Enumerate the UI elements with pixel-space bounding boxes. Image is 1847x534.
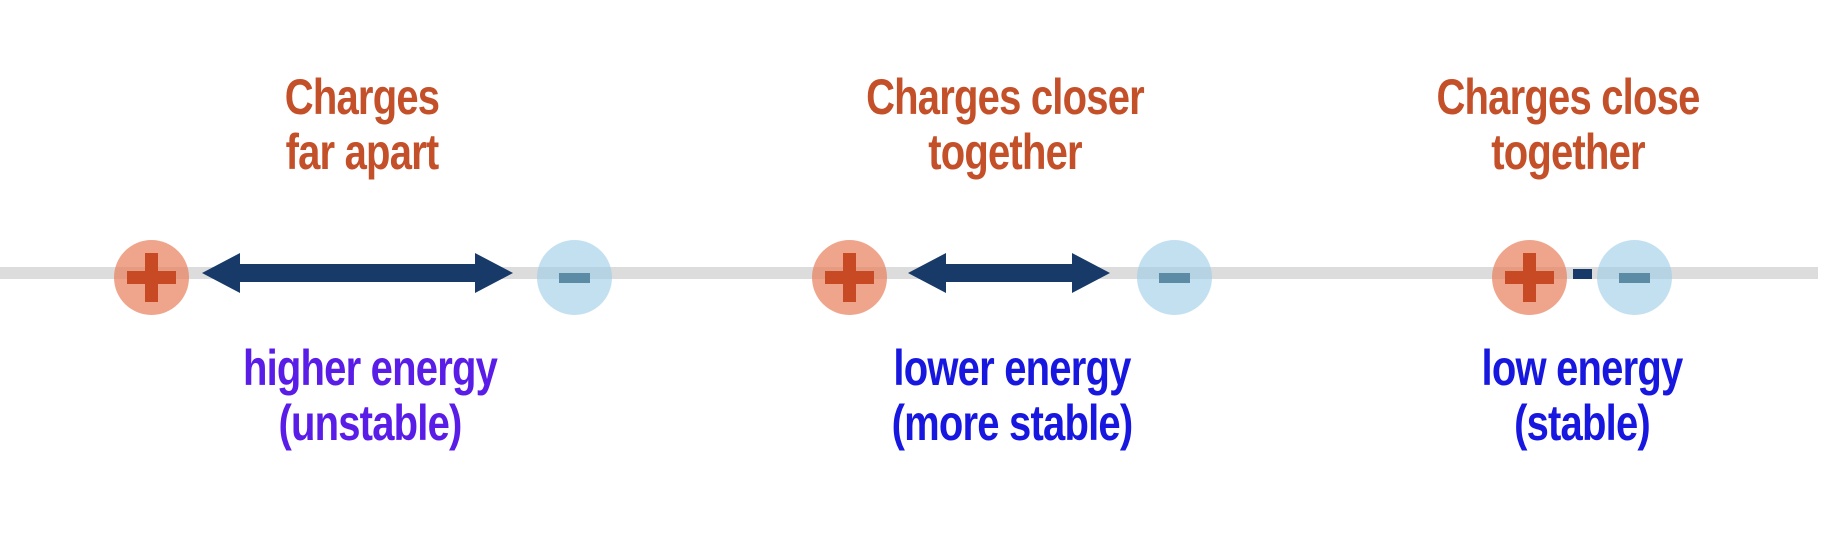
panel1-title: Charges far apart [122, 70, 602, 180]
minus-sign-icon [559, 273, 590, 283]
panel3-caption-line1: low energy [1481, 340, 1684, 396]
panel2-title: Charges closer together [765, 70, 1245, 180]
panel1-title-line2: far apart [285, 124, 440, 180]
plus-sign-icon [1523, 253, 1536, 302]
minus-sign-icon [1619, 273, 1650, 283]
positive-charge-icon [114, 240, 189, 315]
bond-dash-icon [1573, 269, 1592, 279]
plus-sign-icon [843, 253, 856, 302]
panel2-caption: lower energy (more stable) [772, 341, 1252, 451]
positive-charge-icon [1492, 240, 1567, 315]
panel1-caption-line1: higher energy [242, 340, 498, 396]
panel1-caption: higher energy (unstable) [130, 341, 610, 451]
panel1-caption-line2: (unstable) [278, 395, 462, 451]
panel2-caption-line2: (more stable) [891, 395, 1134, 451]
panel3-caption-line2: (stable) [1514, 395, 1651, 451]
negative-charge-icon [537, 240, 612, 315]
panel2-caption-line1: lower energy [893, 340, 1131, 396]
panel2-title-line1: Charges closer [866, 69, 1145, 125]
negative-charge-icon [1597, 240, 1672, 315]
positive-charge-icon [812, 240, 887, 315]
plus-sign-icon [145, 253, 158, 302]
negative-charge-icon [1137, 240, 1212, 315]
minus-sign-icon [1159, 273, 1190, 283]
distance-arrow-icon [908, 253, 1110, 293]
panel3-title: Charges close together [1328, 70, 1808, 180]
distance-arrow-icon [202, 253, 513, 293]
panel1-title-line1: Charges [284, 69, 440, 125]
panel3-title-line1: Charges close [1436, 69, 1700, 125]
panel3-caption: low energy (stable) [1342, 341, 1822, 451]
panel2-title-line2: together [928, 124, 1082, 180]
panel3-title-line2: together [1491, 124, 1645, 180]
